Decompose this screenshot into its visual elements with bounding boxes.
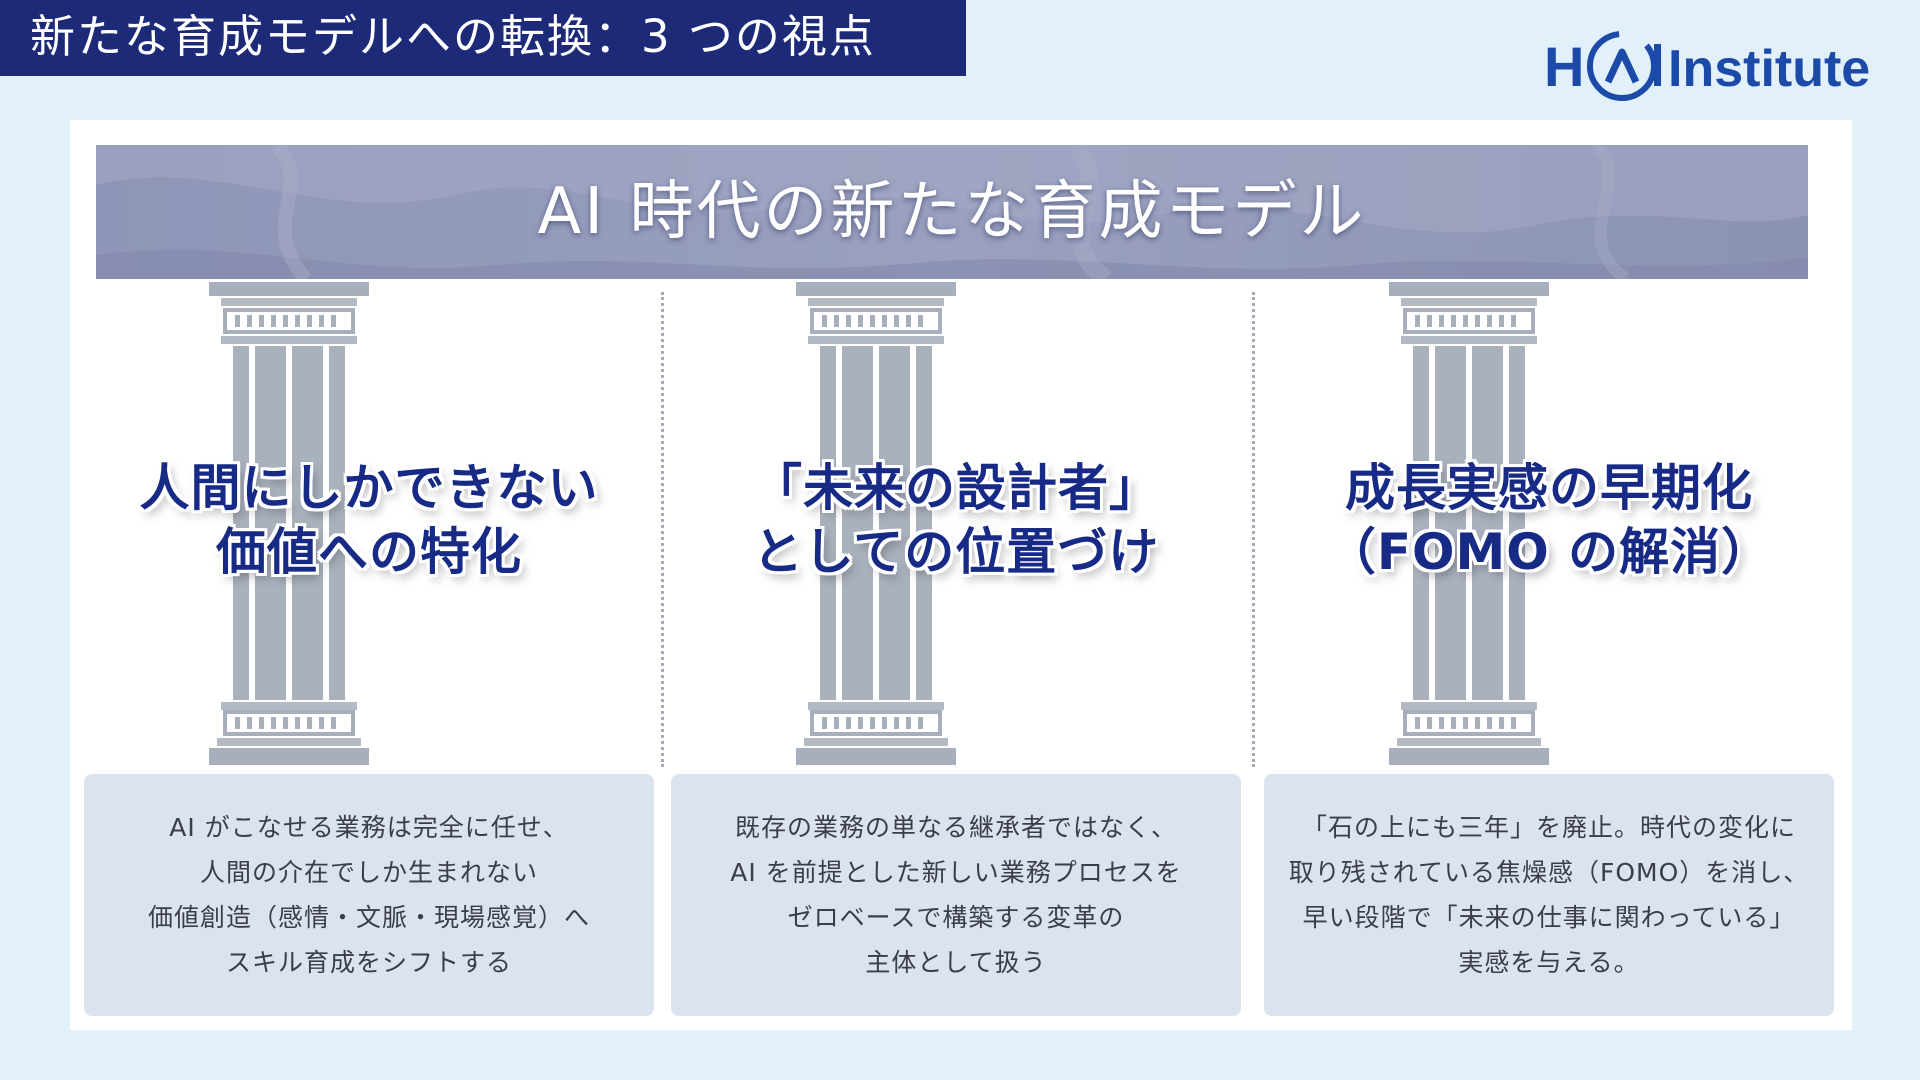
column-divider-2 xyxy=(1252,292,1255,767)
heading-line: 人間にしかできない xyxy=(139,459,599,517)
column-divider-1 xyxy=(661,292,664,767)
pillar-column-3: 成長実感の早期化 （FOMO の解消） 「石の上にも三年」を廃止。時代の変化に … xyxy=(1264,282,1834,1022)
pillar-column-2: 「未来の設計者」 としての位置づけ 既存の業務の単なる継承者ではなく、 AI を… xyxy=(671,282,1241,1022)
description-line: 主体として扱う xyxy=(865,948,1047,977)
description-line: AI を前提とした新しい業務プロセスを xyxy=(730,858,1182,887)
logo-institute-text: Institute xyxy=(1668,40,1870,98)
heading-line: （FOMO の解消） xyxy=(1325,523,1773,581)
description-line: 人間の介在でしか生まれない xyxy=(199,858,538,887)
description-line: 価値創造（感情・文脈・現場感覚）へ xyxy=(147,903,590,932)
logo-a-icon xyxy=(1604,48,1640,84)
description-line: 既存の業務の単なる継承者ではなく、 xyxy=(734,813,1177,842)
description-box: AI がこなせる業務は完全に任せ、 人間の介在でしか生まれない 価値創造（感情・… xyxy=(84,774,654,1016)
description-line: 取り残されている焦燥感（FOMO）を消し、 xyxy=(1288,858,1810,887)
heading-line: 価値への特化 xyxy=(216,523,522,581)
pillar-icon xyxy=(796,282,956,765)
header-bar: 新たな育成モデルへの転換：3 つの視点 xyxy=(0,0,966,76)
description-line: 実感を与える。 xyxy=(1458,948,1640,977)
description-line: 早い段階で「未来の仕事に関わっている」 xyxy=(1302,903,1796,932)
logo-i-bar xyxy=(1654,44,1661,86)
column-heading: 人間にしかできない 価値への特化 xyxy=(84,456,654,584)
description-line: スキル育成をシフトする xyxy=(225,948,512,977)
logo-letter-h: H xyxy=(1544,35,1584,98)
column-heading: 「未来の設計者」 としての位置づけ xyxy=(671,456,1241,584)
logo-ring-icon xyxy=(1587,31,1657,101)
hai-institute-logo: H Institute xyxy=(1544,31,1870,101)
banner-title: AI 時代の新たな育成モデル xyxy=(537,175,1367,249)
slide-title: 新たな育成モデルへの転換：3 つの視点 xyxy=(30,10,876,63)
description-line: ゼロベースで構築する変革の xyxy=(787,903,1125,932)
pillar-column-1: 人間にしかできない 価値への特化 AI がこなせる業務は完全に任せ、 人間の介在… xyxy=(84,282,654,1022)
column-heading: 成長実感の早期化 （FOMO の解消） xyxy=(1264,456,1834,584)
pillar-icon xyxy=(1389,282,1549,765)
description-box: 既存の業務の単なる継承者ではなく、 AI を前提とした新しい業務プロセスを ゼロ… xyxy=(671,774,1241,1016)
heading-line: 「未来の設計者」 xyxy=(752,459,1160,517)
description-line: 「石の上にも三年」を廃止。時代の変化に xyxy=(1301,813,1796,842)
banner: AI 時代の新たな育成モデル xyxy=(96,145,1808,279)
heading-line: 成長実感の早期化 xyxy=(1345,459,1753,517)
heading-line: としての位置づけ xyxy=(752,523,1160,581)
banner-marble-background xyxy=(96,145,1808,279)
description-line: AI がこなせる業務は完全に任せ、 xyxy=(169,813,569,842)
pillar-icon xyxy=(209,282,369,765)
description-box: 「石の上にも三年」を廃止。時代の変化に 取り残されている焦燥感（FOMO）を消し… xyxy=(1264,774,1834,1016)
